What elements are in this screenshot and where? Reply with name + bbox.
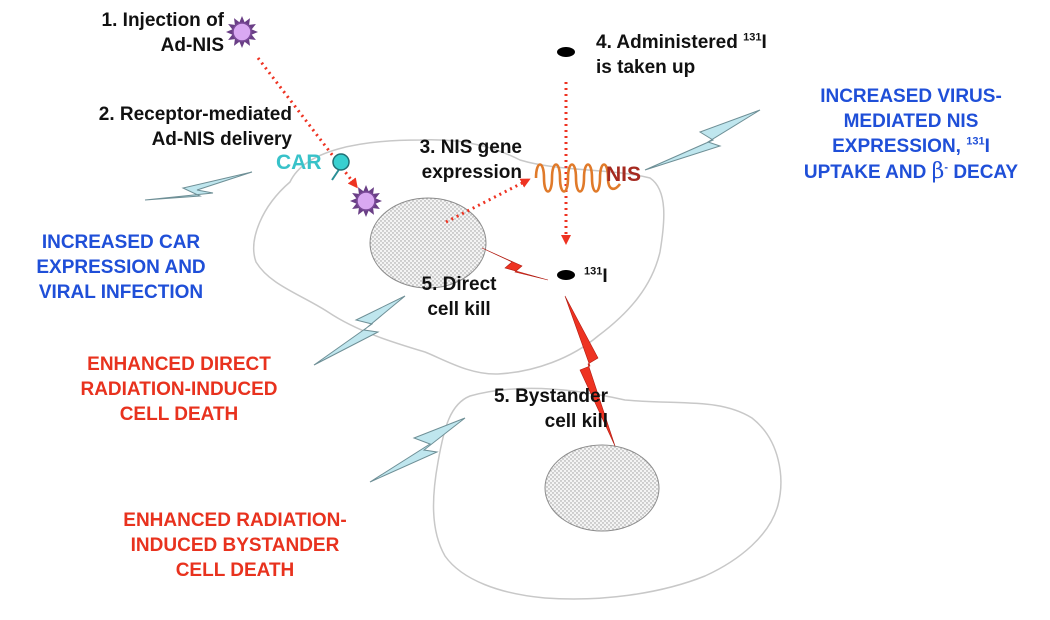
red-lightning-bystander bbox=[564, 295, 616, 447]
car-receptor-icon bbox=[332, 153, 350, 171]
iodine-cell-label: 131I bbox=[584, 265, 608, 287]
upper-nucleus bbox=[369, 197, 487, 289]
virus-capsid bbox=[356, 191, 376, 211]
virus-icon-injection bbox=[226, 16, 258, 48]
car-expression-effect: INCREASED CAR EXPRESSION AND VIRAL INFEC… bbox=[36, 232, 206, 303]
car-label: CAR bbox=[276, 151, 322, 174]
virus-capsid bbox=[232, 22, 252, 42]
red-lightning-direct bbox=[481, 247, 549, 281]
nis-transporter-icon bbox=[534, 163, 622, 193]
lower-cell-outline bbox=[432, 387, 782, 600]
upper-cell-outline bbox=[253, 139, 665, 375]
lightning-bolt-direct bbox=[313, 295, 406, 366]
red-lightning bbox=[481, 247, 616, 447]
nis-label: NIS bbox=[606, 163, 642, 186]
lightning-bolts bbox=[144, 109, 761, 483]
lightning-bolt-bystander bbox=[369, 417, 466, 483]
step-4-label: 4. Administered 131I is taken up bbox=[596, 31, 767, 78]
dotted-arrows bbox=[256, 57, 571, 245]
iodine-dot-administered bbox=[557, 47, 575, 57]
bystander-death-effect: ENHANCED RADIATION- INDUCED BYSTANDER CE… bbox=[123, 510, 347, 581]
arrow-nucleus-to-nis bbox=[445, 178, 531, 224]
lightning-bolt-nis bbox=[644, 109, 761, 171]
direct-death-effect: ENHANCED DIRECT RADIATION-INDUCED CELL D… bbox=[80, 354, 278, 425]
nis-expression-effect: INCREASED VIRUS- MEDIATED NIS EXPRESSION… bbox=[803, 86, 1019, 184]
lightning-bolt-car bbox=[144, 171, 253, 201]
lower-nucleus bbox=[544, 444, 660, 532]
iodine-dot-cell bbox=[557, 270, 575, 280]
virus-icon-cell bbox=[350, 185, 382, 217]
